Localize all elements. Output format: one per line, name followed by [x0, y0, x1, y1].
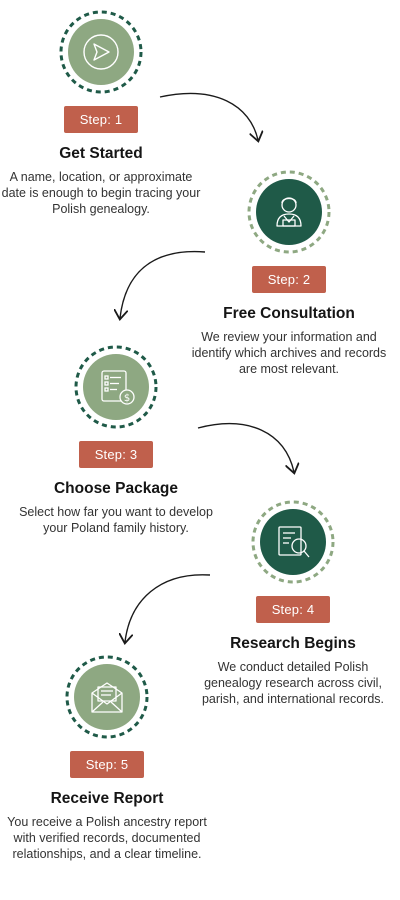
- step-2-icon-circle: [247, 170, 331, 254]
- step-1-badge: Step: 1: [63, 106, 139, 133]
- arrow-4-to-5: [125, 574, 211, 642]
- consultant-person-icon: [276, 197, 302, 227]
- step-4-title: Research Begins: [230, 635, 356, 652]
- step-1: Step: 1 Get Started A name, location, or…: [0, 10, 216, 217]
- arrow-1-to-2: [159, 92, 258, 140]
- step-4-badge: Step: 4: [255, 596, 331, 623]
- step-5-title: Receive Report: [50, 790, 164, 807]
- play-arrow-icon: [83, 34, 119, 70]
- svg-text:$: $: [124, 393, 130, 404]
- step-1-title: Get Started: [59, 145, 143, 162]
- step-2-description: We review your information and identify …: [191, 330, 387, 376]
- step-4-description: We conduct detailed Polish genealogy res…: [201, 660, 385, 706]
- step-4-icon-circle: [251, 500, 335, 584]
- arrow-3-to-4: [197, 423, 294, 472]
- step-3: $ Step: 3 Choose Package Select how far …: [1, 345, 231, 536]
- step-2: Step: 2 Free Consultation We review your…: [174, 170, 400, 377]
- document-magnifier-icon: [278, 526, 310, 558]
- arrow-2-to-3: [120, 250, 206, 318]
- step-3-description: Select how far you want to develop your …: [19, 505, 213, 535]
- step-3-title: Choose Package: [53, 480, 179, 497]
- step-1-description: A name, location, or approximate date is…: [1, 170, 201, 216]
- price-list-icon: $: [101, 370, 135, 405]
- envelope-report-icon: [91, 682, 123, 713]
- step-5-badge: Step: 5: [69, 751, 145, 778]
- step-2-badge: Step: 2: [251, 266, 327, 293]
- step-5: Step: 5 Receive Report You receive a Pol…: [0, 655, 222, 862]
- step-2-title: Free Consultation: [223, 305, 355, 322]
- step-4: Step: 4 Research Begins We conduct detai…: [178, 500, 400, 707]
- step-3-badge: Step: 3: [78, 441, 154, 468]
- step-3-icon-circle: $: [74, 345, 158, 429]
- step-5-description: You receive a Polish ancestry report wit…: [7, 815, 207, 861]
- step-5-icon-circle: [65, 655, 149, 739]
- step-1-icon-circle: [59, 10, 143, 94]
